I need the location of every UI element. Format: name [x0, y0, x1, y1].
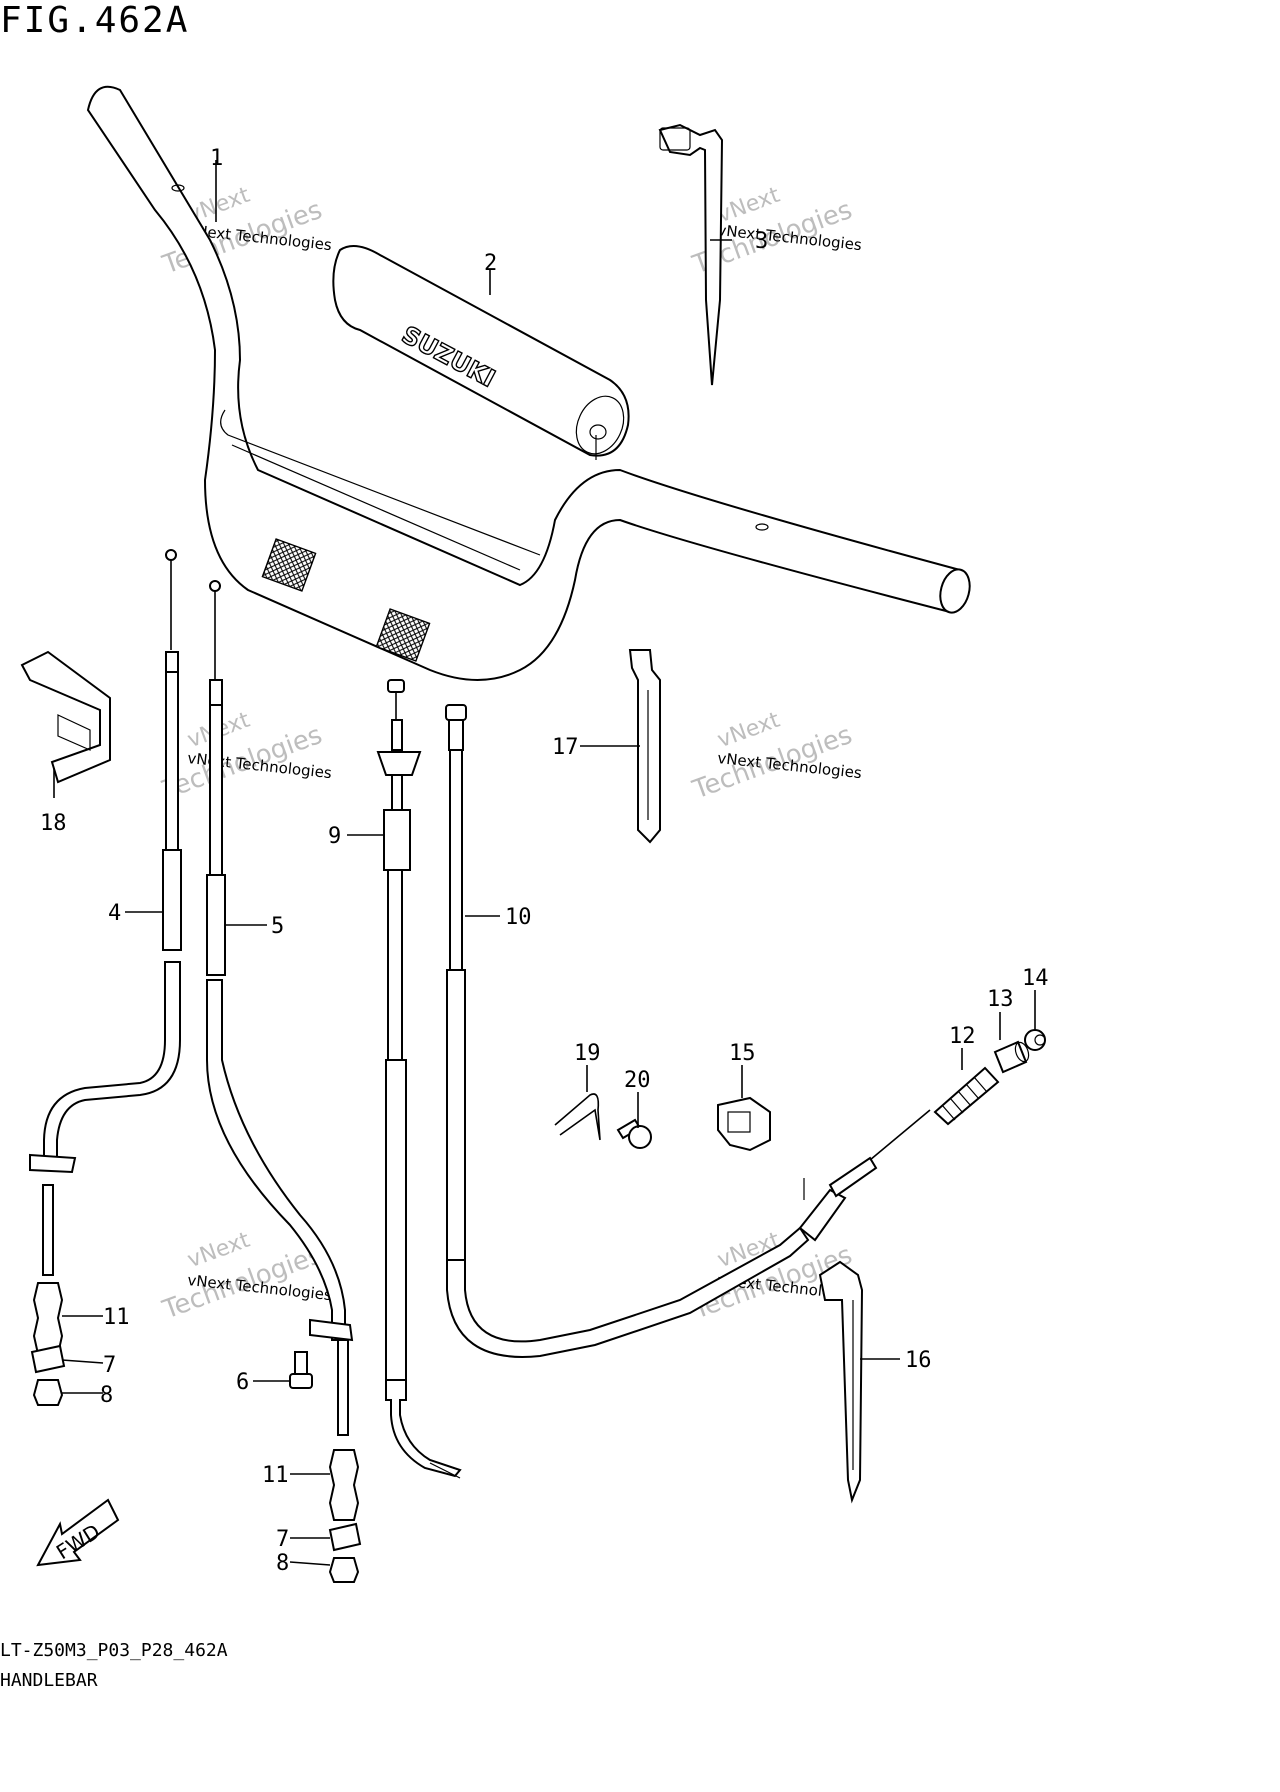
watermark-4: vNext Technologies — [688, 708, 856, 806]
strap-16 — [818, 1260, 864, 1504]
handlebar-pad: SUZUKI — [332, 245, 630, 460]
strap-clamp-3 — [658, 123, 724, 386]
callout-19: 19 — [574, 1041, 601, 1066]
callout-16: 16 — [905, 1348, 932, 1373]
wire-clip-19 — [554, 1093, 601, 1141]
callouts: 1 2 3 4 5 6 7 7 8 8 9 10 11 11 12 13 14 … — [40, 146, 1049, 1576]
nut-14 — [1024, 1029, 1046, 1051]
callout-13: 13 — [987, 987, 1014, 1012]
figure-name: HANDLEBAR — [0, 1670, 98, 1691]
nut-8b — [328, 1557, 360, 1583]
callout-18: 18 — [40, 811, 67, 836]
callout-11b: 11 — [262, 1463, 289, 1488]
screw-20 — [616, 1118, 652, 1149]
figure-code: LT-Z50M3_P03_P28_462A — [0, 1640, 228, 1661]
spring-12 — [933, 1066, 1000, 1126]
callout-6: 6 — [236, 1370, 249, 1395]
callout-4: 4 — [108, 901, 121, 926]
callout-7b: 7 — [276, 1527, 289, 1552]
callout-8b: 8 — [276, 1551, 289, 1576]
handlebar — [86, 85, 971, 681]
sleeve-7a — [30, 1344, 66, 1374]
cable-10 — [445, 704, 931, 1358]
brake-cable-5 — [206, 580, 354, 1436]
callout-7a: 7 — [103, 1353, 116, 1378]
figure-title: FIG.462A — [0, 0, 190, 41]
sleeve-7b — [328, 1522, 362, 1552]
callout-14: 14 — [1022, 966, 1049, 991]
callout-2: 2 — [484, 251, 497, 276]
callout-15: 15 — [729, 1041, 756, 1066]
watermark-2: vNext Technologies — [688, 183, 856, 281]
callout-3: 3 — [755, 229, 768, 254]
callout-9: 9 — [328, 824, 341, 849]
callout-8a: 8 — [100, 1383, 113, 1408]
nut-8a — [32, 1379, 64, 1406]
bracket-18 — [20, 650, 111, 784]
strap-17 — [628, 649, 661, 844]
callout-11a: 11 — [103, 1305, 130, 1330]
callout-5: 5 — [271, 914, 284, 939]
callout-1: 1 — [210, 146, 223, 171]
callout-17: 17 — [552, 735, 579, 760]
boot-11a — [32, 1282, 64, 1355]
clip-15 — [717, 1096, 771, 1152]
bolt-6 — [289, 1351, 313, 1389]
throttle-cable-4 — [29, 549, 182, 1276]
boot-11b — [328, 1449, 360, 1521]
cable-9 — [376, 679, 462, 1479]
callout-10: 10 — [505, 905, 532, 930]
leader-lines — [53, 160, 1036, 1566]
callout-20: 20 — [624, 1068, 651, 1093]
sleeve-13 — [993, 1040, 1030, 1074]
callout-12: 12 — [949, 1024, 976, 1049]
fwd-direction-arrow: FWD — [36, 1498, 120, 1567]
